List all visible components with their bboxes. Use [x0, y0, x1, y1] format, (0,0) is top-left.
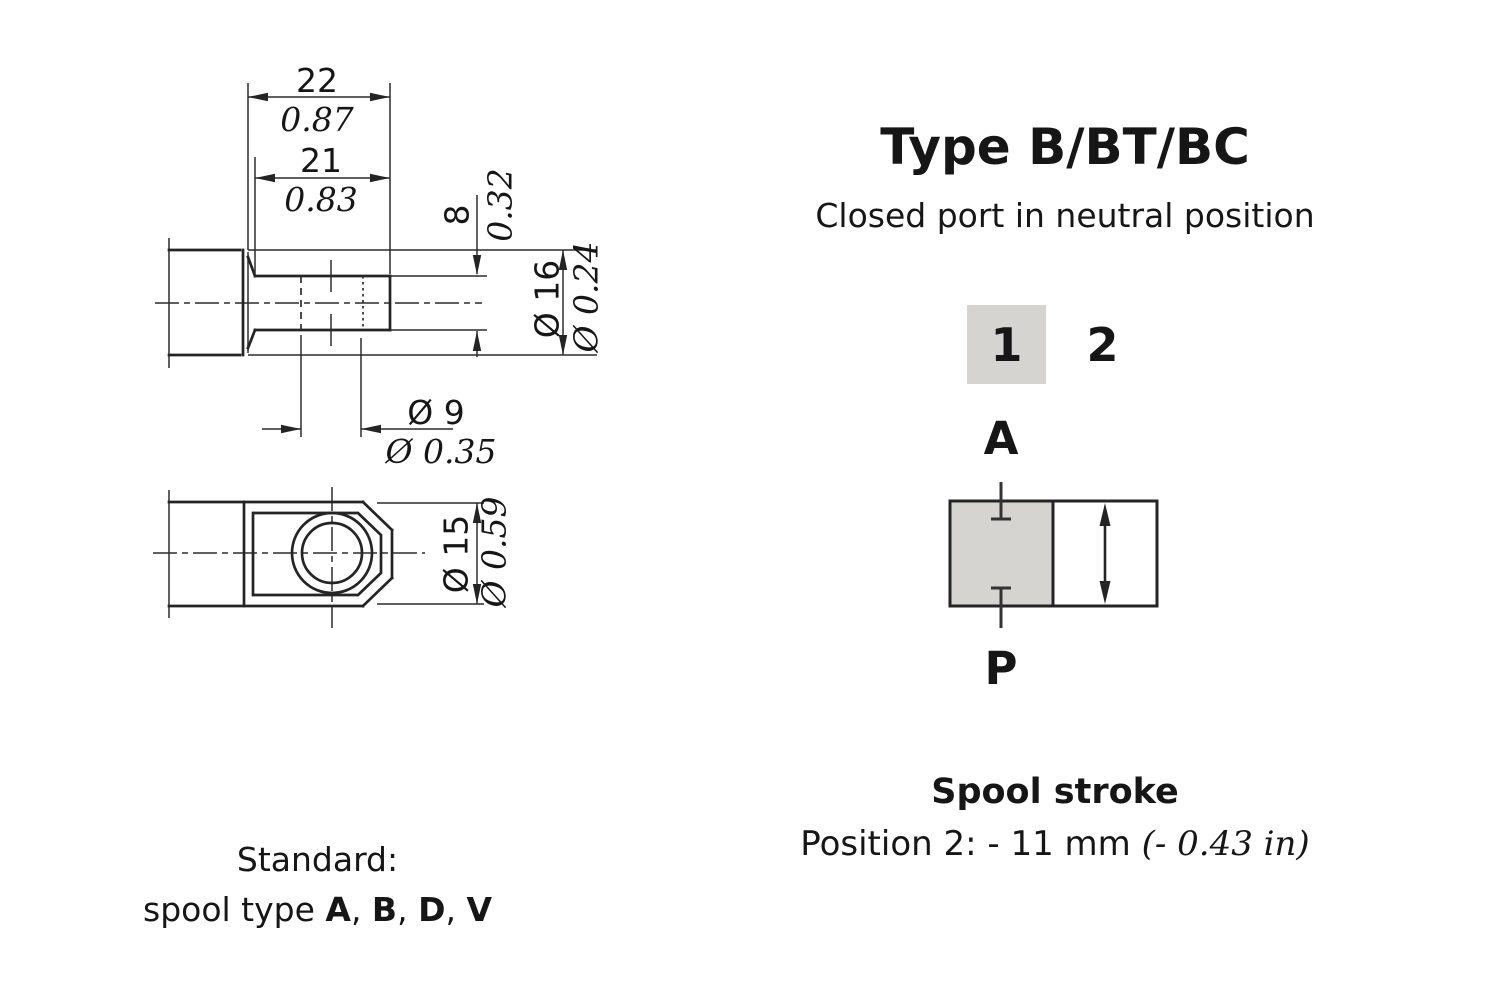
standard-note-line2: spool type A, B, D, V	[85, 890, 550, 929]
closed-port-symbol-top	[991, 482, 1011, 521]
position-2-label: 2	[1086, 317, 1119, 372]
dim-22-inch: 0.87	[280, 100, 353, 139]
spool-stroke-inch: (- 0.43 in)	[1141, 824, 1310, 864]
spool-outline	[167, 238, 392, 368]
spool-stroke-heading: Spool stroke	[931, 772, 1179, 812]
schematic-title: Type B/BT/BC	[880, 118, 1250, 176]
spool-stroke-value: Position 2: - 11 mm (- 0.43 in)	[755, 824, 1355, 864]
dim-21-inch: 0.83	[284, 180, 357, 219]
position-2-box: 2	[1063, 305, 1142, 384]
spool-type-prefix: spool type	[143, 890, 326, 929]
dim-d9-mm: Ø 9	[407, 393, 464, 432]
dimension-8: 8 0.32	[438, 168, 520, 357]
port-a-label: A	[983, 412, 1019, 465]
dimension-d15: Ø 15 Ø 0.59	[437, 496, 514, 608]
schematic-subtitle: Closed port in neutral position	[815, 196, 1315, 235]
standard-note-line1: Standard:	[236, 840, 399, 879]
spool-type-d: D	[418, 890, 446, 929]
spool-type-b: B	[371, 890, 398, 929]
dim-d16-mm: Ø 16	[528, 260, 567, 338]
extension-lines-bottom	[377, 502, 484, 605]
spool-type-v: V	[466, 890, 492, 929]
dim-d9-inch: Ø 0.35	[384, 432, 496, 471]
extension-lines	[247, 83, 597, 437]
port-p-label: P	[984, 642, 1018, 695]
spool-type-a: A	[325, 890, 351, 929]
dim-d15-mm: Ø 15	[437, 515, 476, 593]
valve-symbol	[948, 482, 1159, 628]
dimension-22: 22 0.87	[248, 61, 390, 139]
closed-port-symbol-bottom	[991, 586, 1011, 628]
position-1-box: 1	[967, 305, 1046, 384]
dimension-d9: Ø 9 Ø 0.35	[262, 393, 497, 471]
clevis-outline	[167, 490, 394, 618]
dimension-drawing: 22 0.87 21 0.83 8 0.32	[153, 61, 606, 628]
separator: ,	[350, 890, 372, 929]
flow-double-arrow	[1099, 503, 1111, 604]
dim-8-inch: 0.32	[481, 168, 520, 241]
separator: ,	[445, 890, 467, 929]
standard-note: Standard: spool type A, B, D, V	[85, 840, 550, 929]
bottom-view: Ø 15 Ø 0.59	[153, 487, 514, 628]
hidden-hole-lines	[300, 260, 364, 346]
position-1-label: 1	[990, 317, 1023, 372]
spool-stroke-mm: Position 2: - 11 mm	[800, 824, 1142, 864]
dim-21-mm: 21	[300, 141, 342, 180]
dim-d15-inch: Ø 0.59	[475, 496, 514, 608]
dim-22-mm: 22	[296, 61, 338, 100]
dim-d16-inch: Ø 0.24	[567, 241, 606, 353]
top-view: 22 0.87 21 0.83 8 0.32	[155, 61, 606, 471]
separator: ,	[397, 890, 419, 929]
dimension-d16: Ø 16 Ø 0.24	[528, 241, 606, 355]
dim-8-mm: 8	[438, 205, 477, 226]
dimension-21: 21 0.83	[255, 141, 390, 219]
